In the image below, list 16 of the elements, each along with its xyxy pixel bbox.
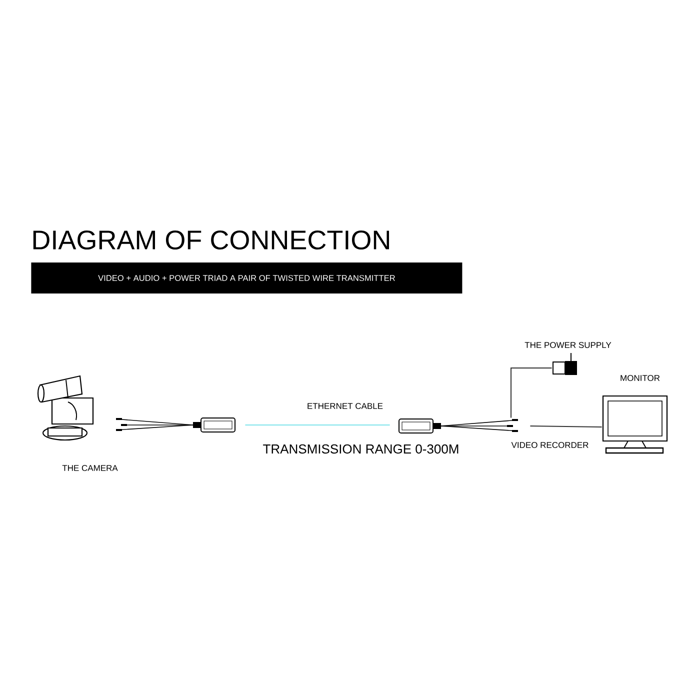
picture-caption: THE CAMERA xyxy=(62,465,118,471)
title: DIAGRAM OF CONNECTION xyxy=(33,230,389,250)
transmitter-drawing xyxy=(116,418,236,432)
edge-label: ETHERNET CABLE xyxy=(308,403,383,409)
monitor-drawing xyxy=(602,395,668,454)
cable-line xyxy=(510,368,552,418)
edge-label: VIDEO RECORDER xyxy=(511,442,588,448)
cable-line xyxy=(244,424,390,426)
power-adapter-drawing xyxy=(552,352,577,375)
camera-drawing xyxy=(37,375,94,441)
range-label: TRANSMISSION RANGE 0-300M xyxy=(263,444,458,454)
transmitter-drawing xyxy=(398,418,518,434)
picture-caption: MONITOR xyxy=(620,375,660,381)
caption-band: VIDEO + AUDIO + POWER TRIAD A PAIR OF TWISTED WIRE TRANSMITTER xyxy=(31,262,462,294)
cable-line xyxy=(530,426,602,428)
picture-caption: THE POWER SUPPLY xyxy=(524,342,612,348)
